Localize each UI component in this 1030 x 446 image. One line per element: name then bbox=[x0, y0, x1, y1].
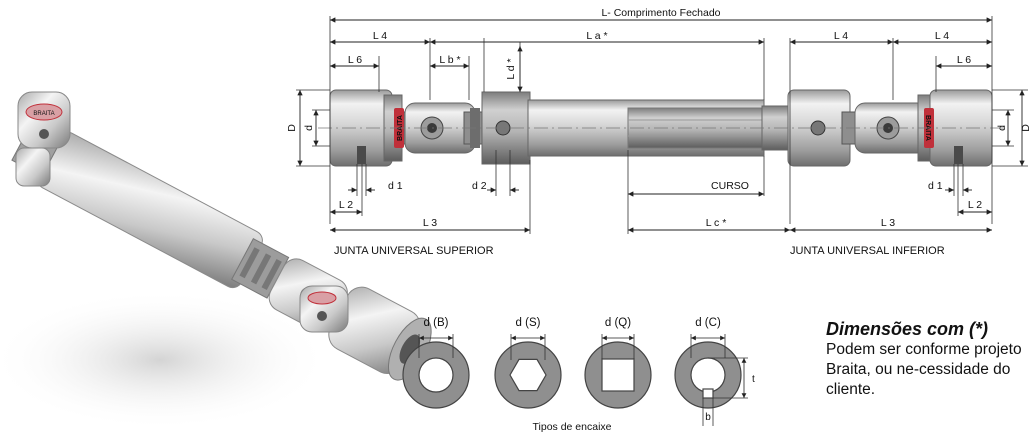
curso-label: CURSO bbox=[711, 180, 749, 192]
right-yoke: BRAITA bbox=[787, 89, 993, 167]
d1-left-label: d 1 bbox=[388, 180, 403, 192]
D-left-label: D bbox=[286, 124, 298, 132]
l4-right-b-label: L 4 bbox=[935, 30, 949, 42]
note-title: Dimensões com (*) bbox=[826, 319, 989, 339]
l6-right-label: L 6 bbox=[957, 54, 971, 66]
l2-right-label: L 2 bbox=[968, 199, 982, 211]
fittings-caption: Tipos de encaixe bbox=[533, 421, 612, 433]
l3-left-label: L 3 bbox=[423, 217, 437, 229]
lc-label: L c * bbox=[706, 217, 727, 229]
technical-drawing: BRAITA BRAITA bbox=[286, 7, 1030, 257]
fitting-hex: d (S) bbox=[494, 317, 562, 409]
note-body: Podem ser conforme projeto Braita, ou ne… bbox=[826, 341, 1022, 398]
upper-joint-label: JUNTA UNIVERSAL SUPERIOR bbox=[334, 245, 494, 257]
d-right-label: d bbox=[996, 125, 1008, 131]
keyway-b-label: b bbox=[705, 412, 711, 423]
lb-label: L b * bbox=[439, 54, 460, 66]
closed-length-label: L- Comprimento Fechado bbox=[601, 7, 720, 19]
D-right-label: D bbox=[1020, 124, 1030, 132]
fitting-keyway: d (C) t b bbox=[674, 317, 755, 426]
l6-left-label: L 6 bbox=[348, 54, 362, 66]
fitting-square-label: d (Q) bbox=[605, 317, 631, 329]
shaft-photo: BRAITA bbox=[0, 91, 432, 430]
fitting-square: d (Q) bbox=[584, 317, 652, 409]
fitting-keyway-label: d (C) bbox=[695, 317, 721, 329]
keyway-t-label: t bbox=[752, 374, 755, 385]
dimension-labels: L- Comprimento Fechado L 4 L a * L 4 L 4… bbox=[286, 7, 1030, 257]
l4-right-a-label: L 4 bbox=[834, 30, 848, 42]
fitting-round-label: d (B) bbox=[424, 317, 449, 329]
l4-left-label: L 4 bbox=[373, 30, 387, 42]
dimensions-note: Dimensões com (*) Podem ser conforme pro… bbox=[826, 318, 1026, 400]
outer-tube bbox=[481, 91, 793, 165]
dimension-lines bbox=[297, 17, 1025, 233]
l3-right-label: L 3 bbox=[881, 217, 895, 229]
lower-joint-label: JUNTA UNIVERSAL INFERIOR bbox=[790, 245, 945, 257]
la-label: L a * bbox=[586, 30, 607, 42]
l2-left-label: L 2 bbox=[339, 199, 353, 211]
fitting-round: d (B) bbox=[402, 317, 470, 409]
photo-brand-text: BRAITA bbox=[33, 111, 54, 117]
d2-label: d 2 bbox=[472, 180, 487, 192]
fitting-types: d (B) d (S) d (Q) d (C) bbox=[402, 317, 755, 433]
d1-right-label: d 1 bbox=[928, 180, 943, 192]
ld-label: L d * bbox=[505, 58, 517, 79]
fitting-hex-label: d (S) bbox=[516, 317, 541, 329]
d-left-label: d bbox=[303, 125, 315, 131]
